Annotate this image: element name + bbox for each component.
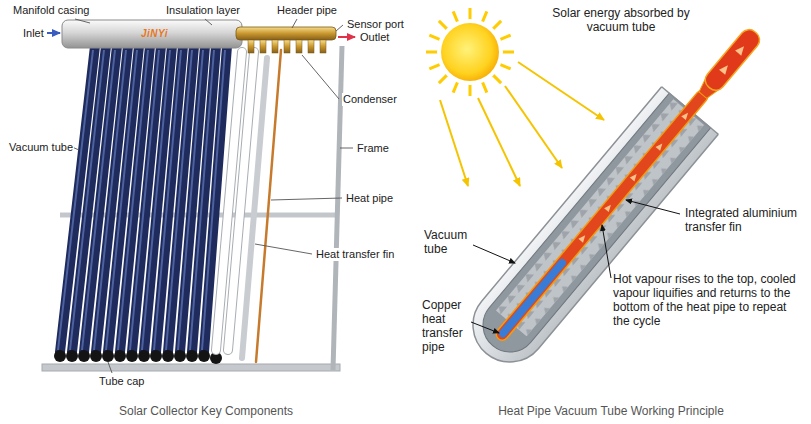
- heat-pipe-tube-part-part: [719, 63, 731, 75]
- tube-caps-part: [90, 350, 102, 362]
- leader-lines-part: [271, 198, 342, 200]
- heat-pipe-tube-part: [497, 257, 567, 339]
- callout-label: Integrated aluminium transfer fin: [684, 206, 806, 234]
- callout-label: Outlet: [359, 31, 390, 44]
- tube-highlights-part: [130, 50, 159, 350]
- manifold-part: [248, 40, 254, 53]
- heat-pipe-tube-part-part: [630, 172, 639, 181]
- caption: Heat Pipe Vacuum Tube Working Principle: [460, 404, 762, 418]
- sun-rays-part: [518, 62, 604, 120]
- callout-label: Insulation layer: [165, 4, 241, 17]
- callout-label: Header pipe: [276, 4, 338, 17]
- heat-pipe-tube-part-part: [578, 233, 587, 242]
- sun-part: [426, 8, 514, 96]
- manifold-part: [260, 40, 266, 53]
- sun: [426, 8, 514, 96]
- exploded-parts-part: [256, 50, 281, 362]
- callout-arrows-part: [626, 200, 680, 214]
- exploded-parts: [216, 50, 281, 362]
- callout-arrows-part: [602, 225, 611, 278]
- leader-lines-part: [340, 148, 353, 149]
- flow-arrows-part: [338, 36, 355, 38]
- leader-lines-part: [336, 25, 343, 31]
- tube-caps-part: [78, 350, 90, 362]
- sun-part: [441, 23, 499, 81]
- manifold-part: [308, 40, 314, 53]
- callout-label: Heat pipe: [345, 192, 394, 205]
- sun-rays-part: [478, 98, 520, 186]
- callout-label: Heat transfer fin: [315, 248, 395, 261]
- heat-pipe-tube-part: [458, 87, 718, 377]
- manifold-part: [320, 40, 326, 53]
- flow-arrows-part: [47, 32, 60, 34]
- heat-pipe-tube-part: [702, 26, 764, 94]
- tube-caps-part: [198, 350, 210, 362]
- tube-highlights-part: [142, 50, 170, 350]
- callout-label: Vacuum tube: [8, 141, 74, 154]
- tube-caps-part: [126, 350, 138, 362]
- tube-highlights: [58, 50, 225, 350]
- manifold-part: [236, 27, 336, 40]
- callout-label: Frame: [356, 142, 390, 155]
- leader-lines-part: [75, 19, 90, 23]
- manifold-part: [272, 40, 278, 53]
- callout-label: Solar energy absorbed by vacuum tube: [548, 6, 694, 34]
- manifold: [62, 20, 336, 53]
- callout-arrows-part: [473, 245, 515, 263]
- callout-label: Copper heat transfer pipe: [421, 298, 471, 354]
- tube-highlights-part: [178, 50, 203, 350]
- sun-rays-part: [505, 86, 562, 168]
- collector-frame-part: [42, 364, 340, 371]
- vacuum-tubes: [60, 46, 227, 352]
- leader-lines-part: [255, 244, 312, 254]
- heat-pipe-tube-part-part: [681, 111, 690, 120]
- flow-arrows: [47, 33, 355, 37]
- callout-label: Manifold casing: [12, 4, 90, 17]
- tube-highlights-part: [190, 50, 214, 350]
- leader-lines-part: [302, 55, 339, 99]
- caption: Solar Collector Key Components: [55, 404, 357, 418]
- exploded-parts-part: [228, 52, 254, 350]
- exploded-parts-part: [228, 52, 254, 350]
- sun-rays-part: [440, 100, 468, 186]
- tube-caps-part: [186, 350, 198, 362]
- leader-lines-part: [292, 19, 297, 28]
- tube-highlights-part: [166, 50, 192, 350]
- manifold-part: [296, 40, 302, 53]
- heat-pipe-tube-part-part: [604, 203, 613, 212]
- tube-caps-part: [114, 350, 126, 362]
- heat-pipe-tube-part-part: [656, 142, 665, 151]
- collector-frame: [42, 46, 342, 371]
- tube-caps-part: [54, 350, 66, 362]
- callout-label: Tube cap: [98, 375, 145, 388]
- callout-label: Sensor port: [346, 18, 405, 31]
- tube-caps-part: [150, 350, 162, 362]
- callout-label: Condenser: [342, 93, 398, 106]
- tube-caps: [54, 350, 222, 364]
- tube-caps-part: [102, 350, 114, 362]
- leader-lines-part: [205, 19, 212, 25]
- sun-rays: [440, 62, 604, 186]
- tube-caps-part: [162, 350, 174, 362]
- leader-lines-part: [108, 362, 112, 373]
- tube-highlights-part: [154, 50, 181, 350]
- exploded-parts-part: [242, 58, 267, 358]
- sun-part: [437, 19, 503, 85]
- leader-lines: [72, 19, 353, 373]
- manifold-part: [62, 20, 242, 48]
- collector-frame-part: [333, 46, 342, 370]
- tube-caps-part: [138, 350, 150, 362]
- manifold-part: [284, 40, 290, 53]
- tube-caps-part: [66, 350, 78, 362]
- heat-pipe-tube-part-part: [735, 44, 747, 56]
- callout-label: Inlet: [22, 27, 45, 40]
- callout-label: Vacuum tube: [423, 228, 473, 256]
- callout-label: Hot vapour rises to the top, cooled vapo…: [612, 272, 806, 328]
- tube-caps-part: [174, 350, 186, 362]
- brand-logo: JiNYi: [140, 27, 169, 40]
- callout-arrows-part: [471, 322, 499, 333]
